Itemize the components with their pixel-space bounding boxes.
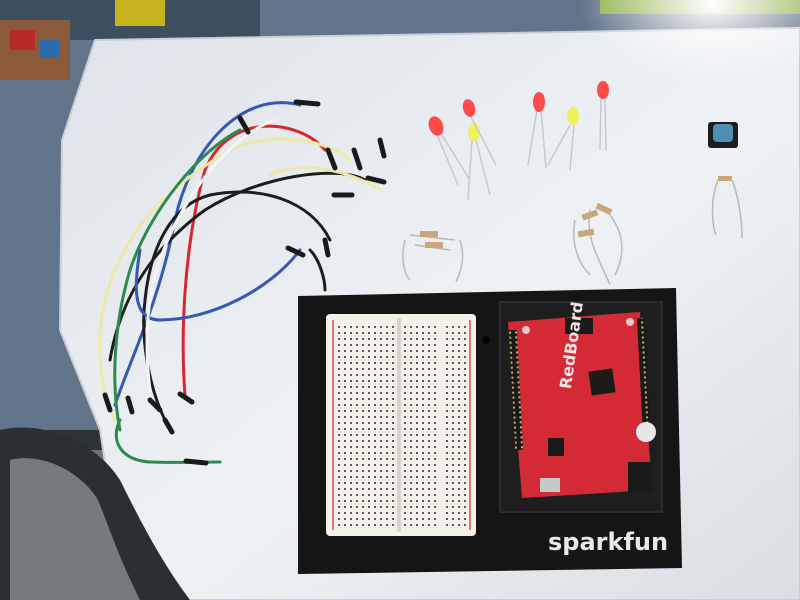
sparkfun-logo: sparkfun [548, 528, 668, 556]
red-led [597, 81, 609, 151]
jumper-wire-pins [102, 99, 387, 466]
red-led [527, 92, 547, 169]
resistor-group-right [573, 202, 623, 286]
redboard-microcontroller: RedBoard [508, 300, 656, 498]
resistor-group-left [402, 231, 464, 283]
breadboard [326, 314, 476, 536]
push-button [708, 122, 743, 239]
red-led [462, 99, 497, 166]
foreground-blanket [0, 427, 190, 600]
led-group [428, 81, 609, 201]
yellow-led [547, 107, 579, 171]
red-led [428, 116, 471, 186]
jumper-wire-bundle [98, 101, 382, 464]
light-glare [420, 0, 800, 220]
